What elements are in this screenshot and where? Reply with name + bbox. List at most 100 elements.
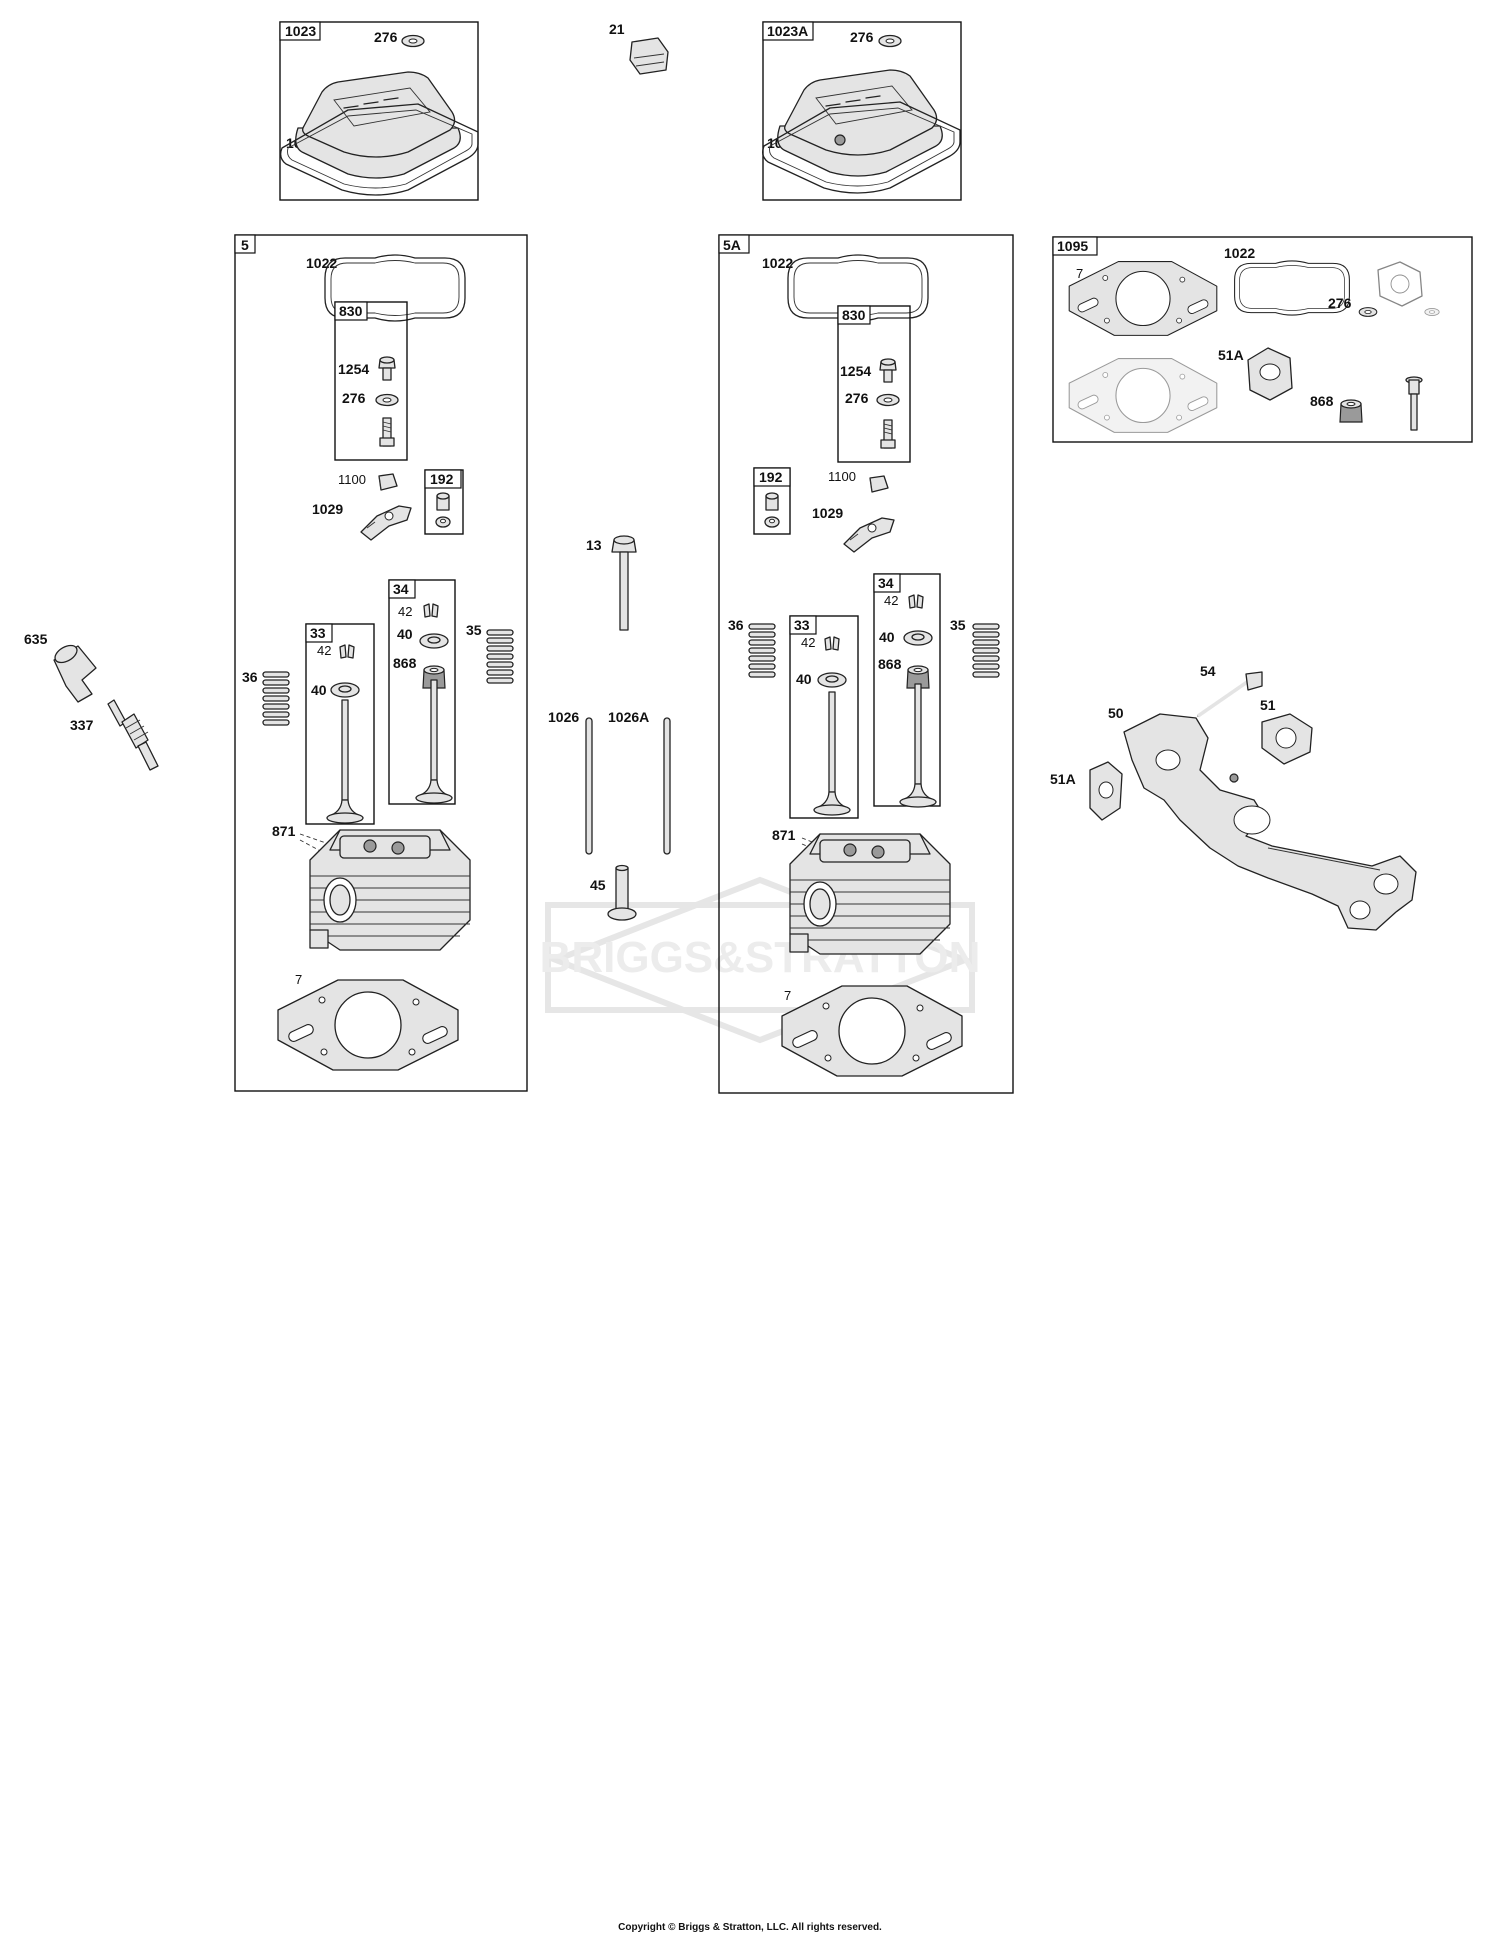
exhaust-gasket-part: [1247, 347, 1293, 401]
center-parts-group: 13 1026 1026A 45: [548, 535, 671, 921]
kit-label-1095: 1095: [1057, 238, 1088, 254]
rocker-nut-part: [435, 492, 451, 528]
kit-label-34: 34: [878, 575, 894, 591]
valve-cover-part: [762, 69, 961, 194]
manifold-gasket-part: [1261, 713, 1313, 765]
exhaust-manifold-group: 54 50 51 51A: [1050, 663, 1417, 931]
kit-label-33: 33: [310, 625, 326, 641]
exhaust-gasket-part: [1089, 761, 1123, 821]
part-label-1029: 1029: [312, 501, 343, 517]
valve-seal-part: [1339, 399, 1363, 423]
part-label-1100: 1100: [828, 469, 856, 484]
part-label-7: 7: [784, 988, 791, 1003]
spark-plug-part: [107, 699, 159, 771]
valve-keeper-part: [824, 636, 840, 651]
washer-part: [375, 393, 399, 407]
kit-1023-group: 1023 276 1022: [279, 21, 479, 201]
exhaust-manifold-part: [1123, 713, 1417, 931]
cylinder-head-gasket-part: [1068, 358, 1218, 433]
manifold-bolt-part: [1197, 671, 1263, 718]
washer-part: [878, 34, 902, 48]
part-label-868: 868: [1310, 393, 1334, 409]
part-label-45: 45: [590, 877, 606, 893]
kit-label-33: 33: [794, 617, 810, 633]
exhaust-valve-part: [899, 683, 937, 808]
part-label-40: 40: [879, 629, 895, 645]
bolt-part: [378, 356, 396, 381]
breather-tube-part: [1405, 376, 1423, 431]
rocker-pivot-part: [378, 473, 398, 491]
rocker-arm-part: [360, 505, 412, 541]
rocker-arm-part: [843, 517, 895, 553]
kit-label-1023: 1023: [285, 23, 316, 39]
part-label-1254: 1254: [338, 361, 369, 377]
part-label-42: 42: [884, 593, 898, 608]
kit-1095-group: 1095 7 1022 276 51A 868: [1052, 236, 1473, 443]
rocker-nut-part: [764, 492, 780, 528]
part-label-1029: 1029: [812, 505, 843, 521]
part-label-51A: 51A: [1050, 771, 1076, 787]
spring-retainer-part: [903, 630, 933, 646]
washer-part: [401, 34, 425, 48]
valve-keeper-part: [339, 644, 355, 659]
part-label-42: 42: [801, 635, 815, 650]
part-label-871: 871: [772, 827, 796, 843]
part-label-50: 50: [1108, 705, 1124, 721]
part-label-1022: 1022: [306, 255, 337, 271]
cylinder-head-part: [309, 829, 471, 951]
kit-label-830: 830: [339, 303, 363, 319]
part-label-1022: 1022: [1224, 245, 1255, 261]
washer-part: [1424, 308, 1440, 316]
kit-label-34: 34: [393, 581, 409, 597]
push-rod-part: [663, 717, 671, 855]
part-label-1254: 1254: [840, 363, 871, 379]
part-label-868: 868: [393, 655, 417, 671]
valve-spring-part: [972, 623, 1000, 678]
spring-retainer-part: [817, 672, 847, 688]
copyright-notice: Copyright © Briggs & Stratton, LLC. All …: [618, 1922, 882, 1933]
cylinder-head-part: [789, 833, 951, 955]
part-label-1022: 1022: [762, 255, 793, 271]
bolt-part: [879, 358, 897, 383]
part-label-635: 635: [24, 631, 48, 647]
part-label-36: 36: [728, 617, 744, 633]
part-label-7: 7: [295, 972, 302, 987]
part-label-40: 40: [311, 682, 327, 698]
spark-plug-group: 635 337: [24, 631, 159, 771]
tappet-part: [607, 864, 637, 921]
kit-label-1023A: 1023A: [767, 23, 808, 39]
valve-cover-part: [280, 71, 479, 196]
cylinder-head-gasket-part: [1068, 261, 1218, 336]
part-label-13: 13: [586, 537, 602, 553]
kit-label-830: 830: [842, 307, 866, 323]
spark-plug-boot-part: [53, 644, 97, 703]
part-label-276: 276: [845, 390, 869, 406]
washer-part: [876, 393, 900, 407]
exhaust-valve-part: [415, 679, 453, 804]
washer-part: [1358, 307, 1378, 317]
part-label-54: 54: [1200, 663, 1216, 679]
valve-keeper-part: [423, 603, 439, 618]
part-label-276: 276: [342, 390, 366, 406]
intake-gasket-part: [1377, 261, 1423, 307]
part-label-1026: 1026: [548, 709, 579, 725]
part-label-21: 21: [609, 21, 625, 37]
part-label-40: 40: [796, 671, 812, 687]
cylinder-head-gasket-part: [781, 985, 963, 1077]
part-label-51: 51: [1260, 697, 1276, 713]
spring-retainer-part: [419, 633, 449, 649]
stud-part: [379, 417, 395, 447]
cylinder-head-gasket-part: [277, 979, 459, 1071]
valve-spring-part: [748, 623, 776, 678]
kit-label-192: 192: [759, 469, 783, 485]
kit-5A-group: 5A 1022 830 1254 276 192 1100 1029 34 42…: [718, 234, 1014, 1094]
part-label-35: 35: [950, 617, 966, 633]
stud-part: [880, 419, 896, 449]
part-label-1100: 1100: [338, 472, 366, 487]
part-label-36: 36: [242, 669, 258, 685]
head-bolt-part: [611, 535, 637, 631]
part-label-42: 42: [398, 604, 412, 619]
part-label-35: 35: [466, 622, 482, 638]
kit-label-5: 5: [241, 237, 249, 253]
